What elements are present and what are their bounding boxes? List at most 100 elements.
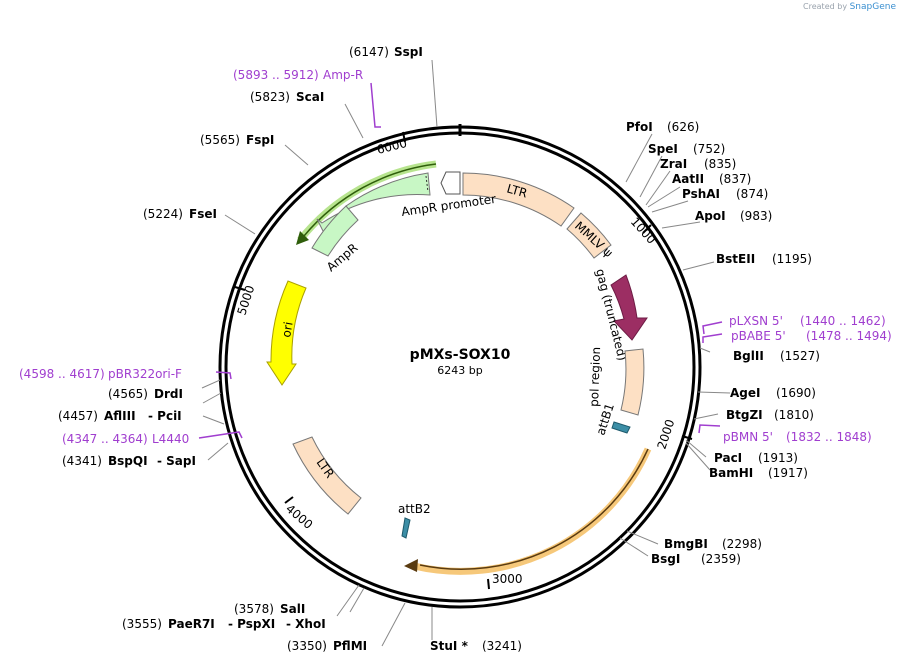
enzyme-apoi: ApoI	[695, 209, 726, 223]
ampr-promoter-label: AmpR promoter	[400, 192, 496, 219]
enzyme-sali: SalI	[280, 602, 305, 616]
enzyme-pos-bsteii: (1195)	[772, 252, 812, 266]
enzyme-aatii: AatII	[672, 172, 704, 186]
enzyme-pos-bsgi: (2359)	[701, 552, 741, 566]
branding: Created by SnapGene	[803, 2, 896, 12]
enzyme-pos-pshai: (874)	[736, 187, 768, 201]
primer-range-ampr: (5893 .. 5912)	[233, 68, 319, 82]
tick-3000: 3000	[487, 572, 523, 590]
mmlv-psi-feature	[566, 212, 612, 259]
enzyme-bspqi: BspQI	[108, 454, 148, 468]
primer-plxsn: pLXSN 5'	[729, 314, 783, 328]
ltr-bottom-feature	[292, 436, 362, 515]
enzyme-pos-aatii: (837)	[719, 172, 751, 186]
primer-range-pbabe: (1478 .. 1494)	[806, 329, 892, 343]
ampr-feature-tail	[311, 205, 359, 257]
enzyme-xhoi: - XhoI	[286, 617, 326, 631]
primer-range-l4440: (4347 .. 4364)	[62, 432, 148, 446]
enzyme-pos-apoi: (983)	[740, 209, 772, 223]
ori-feature	[266, 280, 307, 386]
enzyme-pos-sali: (3578)	[234, 602, 274, 616]
ampr-arc-arrowhead	[296, 231, 309, 245]
primer-range-pbmn: (1832 .. 1848)	[786, 430, 872, 444]
enzyme-pos-fsei: (5224)	[143, 207, 183, 221]
enzyme-pos-pfoi: (626)	[667, 120, 699, 134]
insert-arc-line	[419, 448, 649, 570]
enzyme-afliii: AflIII	[104, 409, 136, 423]
enzyme-sapi: - SapI	[157, 454, 196, 468]
enzyme-bsgi: BsgI	[651, 552, 680, 566]
primer-pbabe: pBABE 5'	[731, 329, 786, 343]
attb2-label: attB2	[398, 502, 431, 516]
primer-range-pbr322ori: (4598 .. 4617)	[19, 367, 105, 381]
enzyme-pos-agei: (1690)	[776, 386, 816, 400]
insert-arc-arrowhead	[404, 559, 418, 572]
enzyme-btgzi: BtgZI	[726, 408, 763, 422]
enzyme-pos-bspqi: (4341)	[62, 454, 102, 468]
pol-region-feature	[620, 348, 645, 416]
svg-text:2000: 2000	[655, 418, 678, 451]
enzyme-leader-lines	[201, 59, 731, 647]
gag-truncated-feature	[610, 274, 648, 341]
branding-prefix: Created by	[803, 2, 848, 11]
enzyme-spei: SpeI	[648, 142, 678, 156]
tick-5000: 5000	[235, 284, 258, 317]
enzyme-pos-bmgbi: (2298)	[722, 537, 762, 551]
plasmid-name: pMXs-SOX10	[410, 347, 511, 363]
primer-l4440: L4440	[152, 432, 189, 446]
enzyme-pos-pflmi: (3350)	[287, 639, 327, 653]
enzyme-agei: AgeI	[730, 386, 760, 400]
tick-1000: 1000	[628, 215, 659, 247]
plasmid-size: 6243 bp	[437, 364, 482, 377]
primer-range-plxsn: (1440 .. 1462)	[800, 314, 886, 328]
enzyme-paer7i: PaeR7I	[168, 617, 215, 631]
enzyme-zrai: ZraI	[660, 157, 687, 171]
enzyme-fsei: FseI	[189, 207, 217, 221]
ori-label: ori	[279, 321, 295, 339]
enzyme-pos-fspi: (5565)	[200, 133, 240, 147]
ampr-arc-line	[303, 163, 437, 237]
enzyme-pos-paer7i: (3555)	[122, 617, 162, 631]
enzyme-pcii: - PciI	[148, 409, 182, 423]
enzyme-stui: StuI *	[430, 639, 469, 653]
enzyme-scai: ScaI	[296, 90, 324, 104]
enzyme-bsteii: BstEII	[716, 252, 755, 266]
ltr-top-feature	[462, 172, 575, 227]
enzyme-pos-afliii: (4457)	[58, 409, 98, 423]
enzyme-bamhi: BamHI	[709, 466, 753, 480]
enzyme-pos-bamhi: (1917)	[768, 466, 808, 480]
enzyme-pos-zrai: (835)	[704, 157, 736, 171]
snapgene-logo-text: SnapGene	[849, 2, 896, 12]
enzyme-bmgbi: BmgBI	[664, 537, 708, 551]
ampr-promoter-feature	[440, 171, 461, 195]
enzyme-pos-btgzi: (1810)	[774, 408, 814, 422]
ltr-top-label: LTR	[505, 181, 529, 200]
enzyme-pshai: PshAI	[682, 187, 720, 201]
svg-text:3000: 3000	[492, 572, 523, 586]
enzyme-sspi: SspI	[394, 45, 423, 59]
ampr-feature	[316, 172, 431, 236]
attb1-feature	[611, 421, 631, 434]
primer-pbmn: pBMN 5'	[723, 430, 773, 444]
enzyme-drdi: DrdI	[154, 387, 183, 401]
enzyme-pos-stui: (3241)	[482, 639, 522, 653]
primer-ampr: Amp-R	[323, 68, 363, 82]
primer-labels: (5893 .. 5912) Amp-R pLXSN 5' (1440 .. 1…	[19, 68, 892, 446]
primer-markers	[198, 82, 723, 439]
enzyme-pfoi: PfoI	[626, 120, 653, 134]
primer-pbr322ori: pBR322ori-F	[108, 367, 182, 381]
enzyme-labels: (6147) SspI (5823) ScaI (5565) FspI (522…	[58, 45, 820, 653]
enzyme-pspxi: - PspXI	[228, 617, 275, 631]
attb2-feature	[401, 517, 411, 539]
enzyme-pflmi: PflMI	[333, 639, 367, 653]
enzyme-fspi: FspI	[246, 133, 274, 147]
enzyme-pos-sspi: (6147)	[349, 45, 389, 59]
ampr-dotted-divider	[425, 175, 429, 193]
enzyme-pos-drdi: (4565)	[108, 387, 148, 401]
enzyme-bglii: BglII	[733, 349, 764, 363]
enzyme-pos-scai: (5823)	[250, 90, 290, 104]
pol-region-label: pol region	[587, 347, 603, 408]
enzyme-pos-paci: (1913)	[758, 451, 798, 465]
enzyme-paci: PacI	[714, 451, 742, 465]
